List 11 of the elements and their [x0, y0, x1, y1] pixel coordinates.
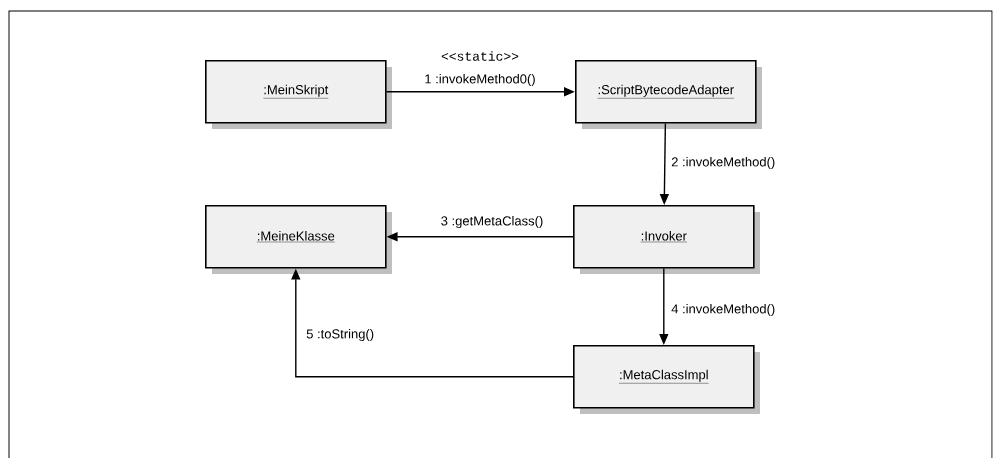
stereotype-label: <<static>>: [441, 51, 519, 61]
edge-label: 5 :toString(): [306, 328, 374, 342]
object-box: :MeinSkript: [205, 60, 392, 129]
edge-label: 3 :getMetaClass(): [441, 215, 543, 229]
edge-label: 1 :invokeMethod0(): [425, 73, 535, 87]
object-box: :MeineKlasse: [205, 205, 392, 274]
edge-label: 2 :invokeMethod(): [671, 156, 775, 170]
edge-label: 4 :invokeMethod(): [671, 303, 775, 317]
object-box: :ScriptBytecodeAdapter: [575, 60, 762, 129]
object-box: :MetaClassImpl: [573, 345, 760, 414]
object-box: :Invoker: [573, 205, 760, 274]
